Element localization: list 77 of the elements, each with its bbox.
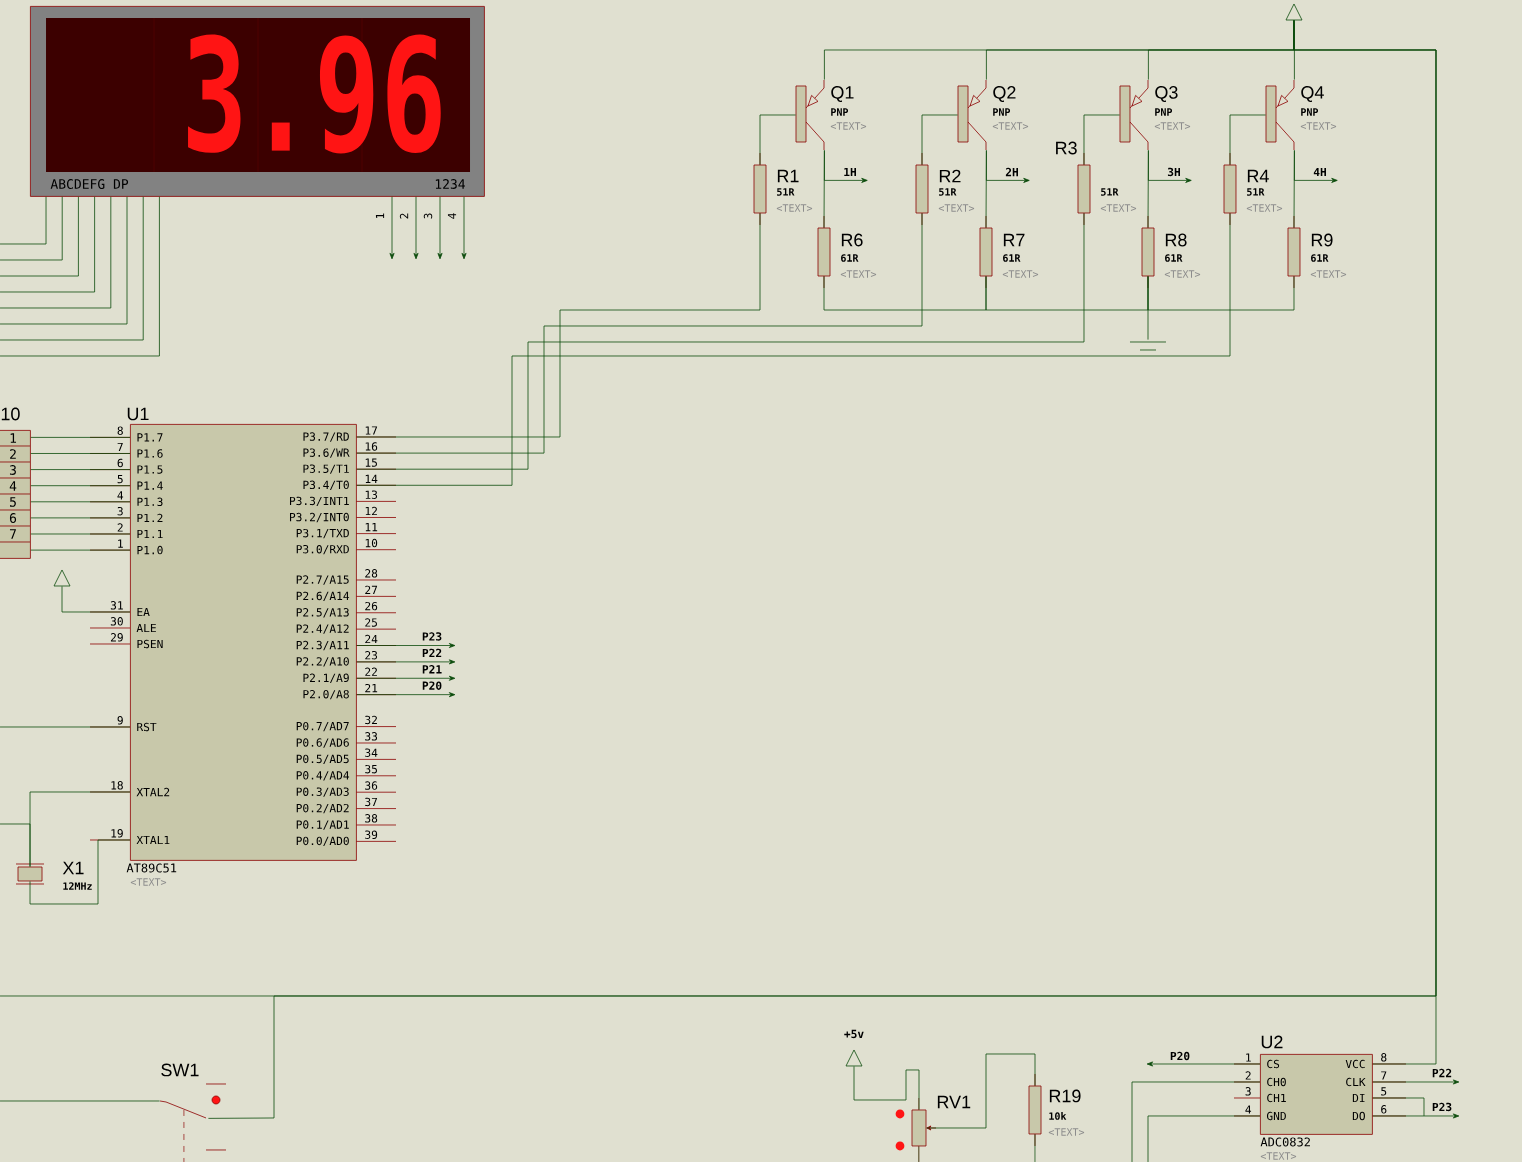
wire	[1148, 150, 1192, 183]
wire	[1083, 114, 1120, 165]
wire	[1229, 114, 1266, 165]
wire	[1294, 150, 1338, 183]
component-label: R6	[841, 233, 863, 247]
wire	[823, 276, 987, 311]
wire	[985, 276, 1149, 311]
wire	[356, 213, 1085, 470]
wire	[824, 150, 868, 183]
wire	[0, 196, 160, 357]
wire	[356, 213, 761, 438]
power-terminal	[1285, 3, 1303, 21]
component-label: R8	[1165, 233, 1187, 247]
wire	[1147, 276, 1295, 311]
component-label: R9	[1311, 233, 1333, 247]
wire	[853, 1066, 920, 1110]
wire	[1146, 1061, 1261, 1067]
component-label: R3	[1056, 141, 1077, 155]
wire	[389, 196, 395, 260]
wire	[30, 533, 131, 535]
wire	[1147, 1115, 1261, 1162]
wire	[0, 726, 131, 728]
wire	[0, 196, 144, 341]
wire	[0, 196, 96, 293]
wire	[986, 150, 1030, 183]
component-label: R19	[1049, 1089, 1081, 1103]
component-label: R4	[1247, 169, 1269, 183]
wire	[356, 213, 1231, 486]
wire	[0, 823, 31, 867]
wire	[356, 643, 456, 648]
wire	[61, 586, 131, 613]
wire	[918, 1146, 920, 1162]
component-label: 10	[1, 407, 20, 421]
wire	[356, 659, 456, 665]
component-label: R2	[939, 169, 961, 183]
component-label: X1	[62, 861, 84, 875]
wire	[0, 196, 63, 261]
component-label: Q3	[1155, 86, 1178, 102]
wire	[356, 675, 456, 681]
component-label: U2	[1261, 1035, 1283, 1049]
component-label: Q4	[1301, 86, 1324, 102]
wire	[0, 196, 79, 277]
wire	[1147, 276, 1149, 340]
wire	[30, 501, 131, 503]
component-label: U1	[127, 407, 149, 421]
wire	[0, 1100, 160, 1102]
wire	[0, 196, 128, 325]
wire	[0, 20, 1437, 997]
wire	[461, 196, 467, 260]
component-label: Q2	[993, 86, 1016, 102]
wire	[29, 839, 131, 905]
power-terminal	[53, 569, 71, 587]
wire	[30, 517, 131, 519]
wire	[30, 549, 131, 551]
wire	[413, 196, 419, 260]
component-label: R1	[777, 169, 799, 183]
wire	[437, 196, 443, 260]
wire	[30, 437, 131, 438]
component-label: Q1	[831, 86, 854, 102]
wire	[356, 213, 923, 454]
wire	[926, 1053, 1036, 1129]
wire	[30, 453, 131, 454]
wire	[30, 485, 131, 487]
ground-symbol	[1129, 341, 1167, 351]
component-label: RV1	[937, 1095, 971, 1109]
wire	[1034, 1134, 1036, 1162]
component-label: SW1	[161, 1063, 199, 1077]
wire	[921, 114, 958, 165]
wire	[0, 196, 47, 245]
wire	[1131, 1081, 1261, 1162]
wire	[0, 196, 112, 309]
wire	[759, 114, 796, 165]
wire	[356, 692, 456, 698]
wire	[30, 469, 131, 470]
wire	[1372, 1079, 1460, 1085]
wire	[1372, 1097, 1460, 1119]
component-label: R7	[1003, 233, 1025, 247]
